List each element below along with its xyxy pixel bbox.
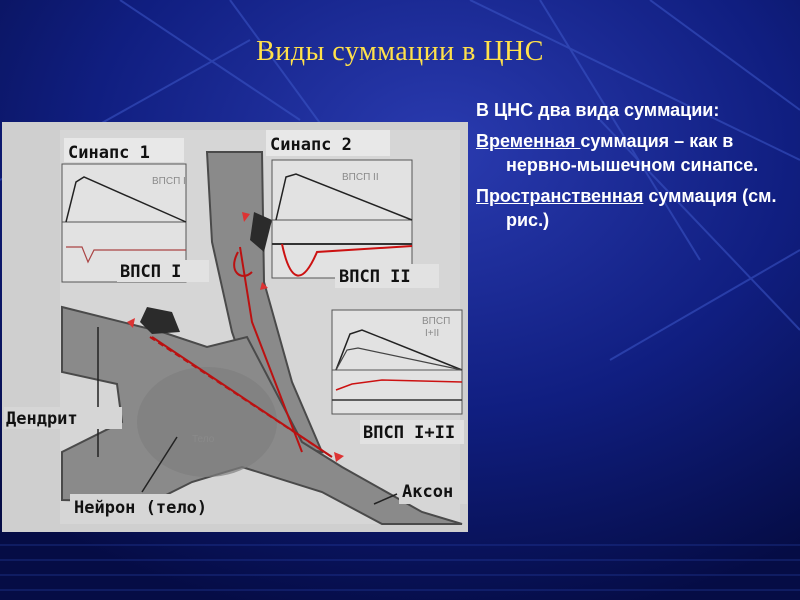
neuron-summation-figure: ВПСП I ВПСП II ВПСП I+II [2, 122, 468, 532]
pointer-lines [97, 327, 398, 505]
intro-text: В ЦНС два вида суммации: [476, 100, 720, 120]
plot-epsp-2: ВПСП II [271, 159, 413, 279]
plot3-label-b: I+II [425, 328, 439, 339]
label-dendrite: Дендрит [6, 409, 78, 429]
synapse-2-terminal [250, 212, 272, 252]
label-neuron-body: Нейрон (тело) [74, 498, 207, 518]
synapse-1-terminal [140, 307, 180, 334]
label-synapse-1: Синапс 1 [68, 143, 150, 163]
plot2-label: ВПСП II [342, 172, 379, 183]
label-axon: Аксон [402, 482, 453, 502]
plot-epsp-1-2: ВПСП I+II [331, 309, 463, 415]
spatial-description: суммация (см. рис.) [506, 186, 777, 230]
intro-paragraph: В ЦНС два вида суммации: [476, 98, 794, 122]
label-epsp-1-2: ВПСП I+II [363, 423, 455, 443]
temporal-paragraph: Временная суммация – как в нервно-мышечн… [476, 129, 794, 177]
temporal-description: суммация – как в нервно-мышечном синапсе… [506, 131, 759, 175]
soma-label: Тело [192, 434, 215, 445]
spatial-term: Пространственная [476, 186, 644, 206]
plot1-label: ВПСП I [152, 176, 186, 187]
temporal-term: Временная [476, 131, 581, 151]
text-block: В ЦНС два вида суммации: Временная сумма… [476, 98, 794, 239]
label-epsp-1: ВПСП I [120, 262, 181, 282]
label-synapse-2: Синапс 2 [270, 135, 352, 155]
plot3-label-a: ВПСП [422, 316, 450, 327]
label-epsp-2: ВПСП II [339, 267, 411, 287]
spatial-paragraph: Пространственная суммация (см. рис.) [476, 184, 794, 232]
epsp-paths [149, 246, 333, 458]
epsp-arrows [127, 212, 344, 462]
slide-title: Виды суммации в ЦНС [256, 36, 544, 67]
